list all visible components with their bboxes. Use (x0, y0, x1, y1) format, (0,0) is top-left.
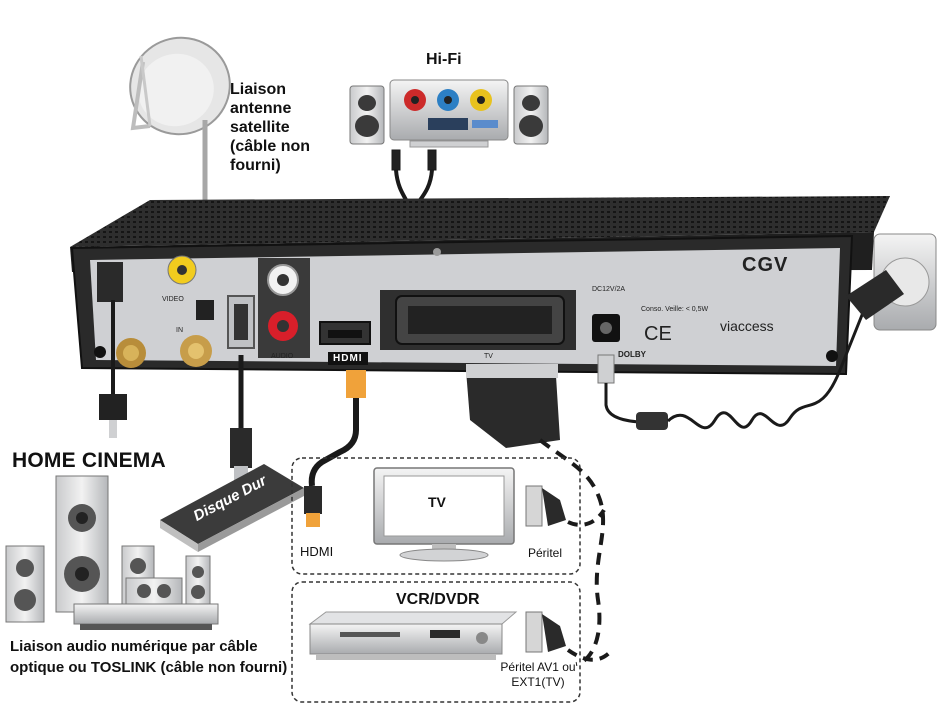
satellite-link-label: Liaison antenne satellite (câble non fou… (230, 81, 311, 174)
wall-socket-icon (846, 233, 937, 331)
receiver-box: CE (70, 196, 890, 376)
peritel-av1-label: Péritel AV1 ou EXT1(TV) (500, 660, 576, 689)
hifi-system-icon (349, 79, 549, 148)
satellite-dish-icon (129, 36, 231, 136)
home-cinema-title: HOME CINEMA (12, 449, 166, 472)
hdmi-port-logo: HDMI (328, 352, 368, 365)
audio-link-label: Liaison audio numérique par câble optiqu… (10, 638, 288, 676)
tv-port-label: TV (484, 353, 493, 360)
tv-title: TV (428, 494, 446, 510)
hard-disk-icon (160, 464, 304, 552)
dolby-logo: DOLBY (618, 350, 646, 359)
home-cinema-icon (5, 475, 219, 630)
power-port-label: DC12V/2A (592, 286, 626, 293)
hifi-title: Hi-Fi (426, 51, 462, 68)
viaccess-logo: viaccess (720, 318, 774, 334)
tv-icon (373, 467, 515, 562)
hdmi-label: HDMI (300, 544, 334, 559)
consumption-label: Conso. Veille: < 0,5W (641, 306, 709, 313)
tv-box (291, 457, 581, 575)
vcr-dvdr-icon (308, 611, 518, 660)
device-brand: CGV (742, 254, 789, 276)
vcr-dvdr-title: VCR/DVDR (396, 591, 480, 608)
receiver-cables (99, 299, 870, 666)
video-port-label: VIDEO (162, 296, 184, 303)
svg-text:CE: CE (644, 323, 672, 345)
scart-dashed-cable (566, 508, 614, 662)
scart-plug-icon (525, 485, 566, 653)
satellite-in-port-label: IN (176, 327, 183, 334)
vcr-box (291, 581, 581, 703)
peritel-label: Péritel (528, 546, 563, 560)
audio-port-label: AUDIO (271, 353, 294, 360)
